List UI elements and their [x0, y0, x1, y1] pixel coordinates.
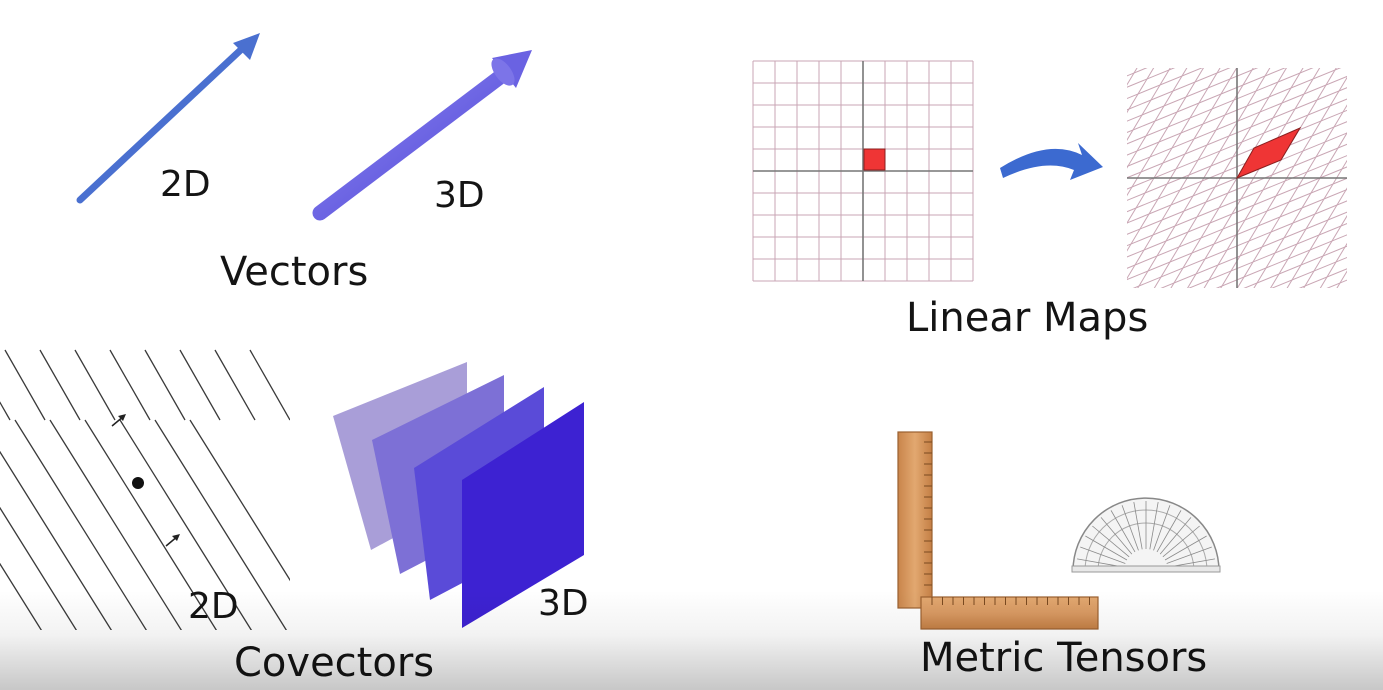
- vector-2d-arrow-icon: [76, 33, 260, 204]
- metric-tensors-title: Metric Tensors: [920, 635, 1208, 681]
- covectors-title: Covectors: [234, 640, 435, 686]
- protractor-icon: [1071, 497, 1221, 573]
- stacked-planes-icon: [333, 362, 584, 628]
- covector-origin-dot: [132, 477, 144, 489]
- vector-3d-arrow-icon: [312, 50, 532, 221]
- parallel-lines-icon: [0, 349, 290, 630]
- l-square-ruler-icon: [897, 431, 1099, 630]
- covectors-3d-label: 3D: [538, 583, 589, 624]
- vectors-2d-label: 2D: [160, 164, 211, 205]
- covectors-2d-label: 2D: [188, 586, 239, 627]
- unit-square: [863, 148, 886, 171]
- linear-maps-title: Linear Maps: [906, 295, 1149, 341]
- transformed-square: [1235, 126, 1302, 180]
- covector-direction-arrows: [111, 414, 180, 547]
- vectors-title: Vectors: [220, 249, 369, 295]
- curved-arrow-icon: [1000, 143, 1103, 180]
- vectors-3d-label: 3D: [434, 175, 485, 216]
- square-grid-icon: [752, 60, 974, 282]
